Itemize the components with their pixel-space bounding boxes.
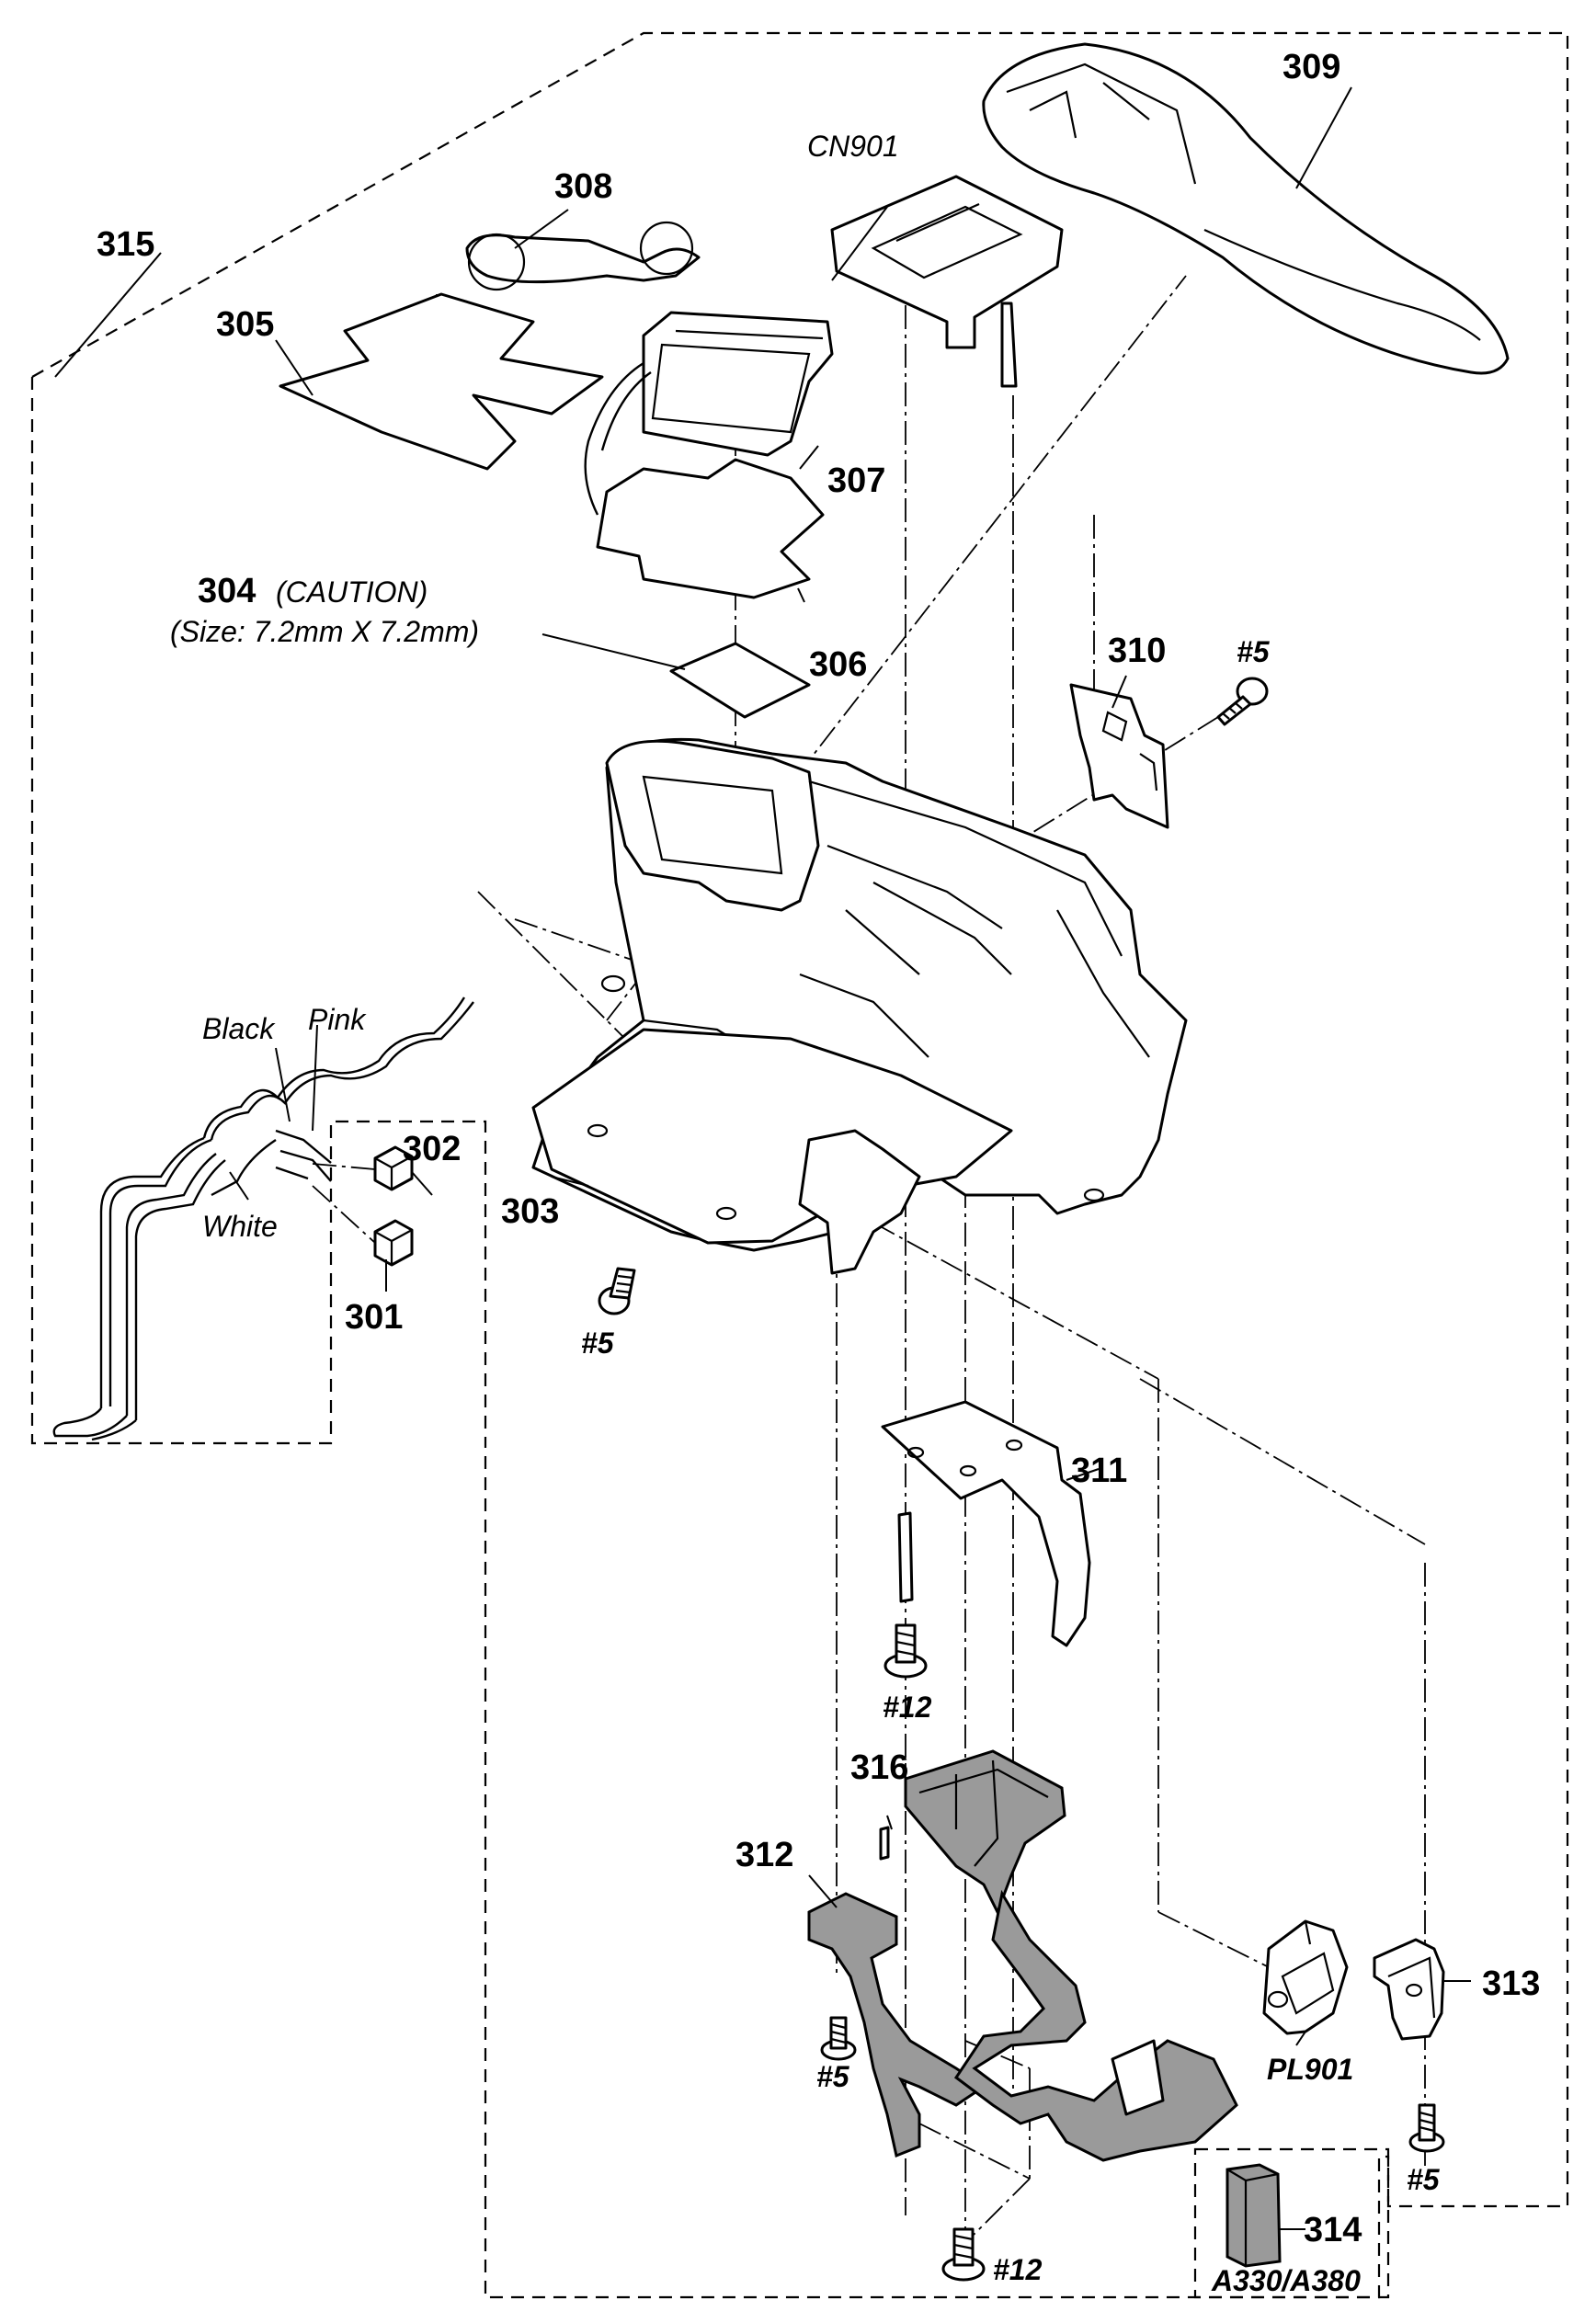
label-316: 316 bbox=[850, 1748, 908, 1787]
part-307-wires bbox=[584, 361, 652, 516]
part-311-plate bbox=[881, 1400, 1091, 1647]
part-308-flex bbox=[465, 233, 701, 284]
part-main-chassis-front-tab bbox=[798, 1129, 921, 1275]
label-310: 310 bbox=[1108, 632, 1166, 670]
part-labels: 315 305 308 307 306 304 (CAUTION) (Size:… bbox=[97, 48, 1540, 2297]
part-311-tab bbox=[897, 1511, 914, 1603]
part-316-detail bbox=[918, 1759, 1049, 1867]
label-307: 307 bbox=[827, 461, 885, 500]
label-304-size: (Size: 7.2mm X 7.2mm) bbox=[170, 615, 479, 648]
label-304: 304 bbox=[198, 572, 256, 610]
label-315: 315 bbox=[97, 225, 154, 264]
label-308: 308 bbox=[554, 167, 612, 206]
part-pl901-connector bbox=[1262, 1919, 1349, 2035]
part-308-callout-circle bbox=[639, 221, 694, 276]
label-313: 313 bbox=[1482, 1964, 1540, 2003]
label-screw-12-a: #12 bbox=[883, 1691, 932, 1724]
part-cn901-board bbox=[830, 175, 1064, 349]
label-306: 306 bbox=[809, 645, 867, 684]
label-wire-pink: Pink bbox=[308, 1003, 367, 1036]
part-302-block bbox=[373, 1145, 414, 1191]
screw-5-c bbox=[820, 2016, 857, 2061]
part-313-detail bbox=[1387, 1956, 1436, 2019]
label-314: 314 bbox=[1304, 2211, 1362, 2249]
label-screw-5-c: #5 bbox=[816, 2060, 850, 2093]
part-311-holes bbox=[906, 1439, 1023, 1477]
part-305-sheet bbox=[279, 292, 604, 471]
part-309-inner-edge bbox=[1006, 63, 1197, 185]
screw-12-a bbox=[884, 1623, 928, 1679]
part-314-pad-edge bbox=[1226, 2169, 1279, 2266]
part-312-flex-main bbox=[953, 1889, 1238, 2162]
label-wire-white: White bbox=[202, 1210, 278, 1243]
part-307-block bbox=[642, 311, 834, 457]
label-wire-black: Black bbox=[202, 1012, 276, 1045]
part-301-block bbox=[373, 1219, 414, 1267]
label-screw-12-b: #12 bbox=[993, 2253, 1043, 2286]
label-312: 312 bbox=[735, 1836, 793, 1874]
label-pl901: PL901 bbox=[1267, 2053, 1353, 2086]
label-301: 301 bbox=[345, 1298, 403, 1337]
label-302: 302 bbox=[403, 1130, 461, 1168]
part-309-top-cover bbox=[982, 42, 1510, 375]
screw-5-a bbox=[1216, 677, 1269, 726]
part-main-chassis-details bbox=[643, 780, 1150, 1058]
part-310-bracket bbox=[1069, 683, 1169, 829]
group-301-302-boundary bbox=[30, 377, 487, 1445]
label-305: 305 bbox=[216, 305, 274, 344]
label-screw-5-b: #5 bbox=[581, 1326, 615, 1360]
label-311: 311 bbox=[1071, 1452, 1127, 1490]
label-cn901: CN901 bbox=[807, 130, 899, 163]
wire-harness bbox=[52, 996, 474, 1441]
leader-lines bbox=[54, 86, 1471, 2230]
part-316-pin bbox=[879, 1826, 890, 1861]
part-309-contour bbox=[1203, 228, 1481, 341]
part-306-sheet bbox=[596, 458, 825, 599]
part-main-chassis-eyepiece-window bbox=[642, 775, 783, 875]
part-313-connector bbox=[1373, 1938, 1445, 2041]
label-screw-5-d: #5 bbox=[1407, 2163, 1441, 2196]
label-303: 303 bbox=[501, 1192, 559, 1231]
part-main-chassis-eyepiece bbox=[605, 739, 820, 912]
part-310-detail bbox=[1101, 711, 1158, 791]
part-cn901-detail bbox=[871, 202, 1023, 279]
part-main-chassis-holes bbox=[587, 974, 1105, 1221]
part-312-flex-bracket bbox=[1111, 2039, 1165, 2116]
part-main-chassis-bottom-plate bbox=[531, 1028, 1013, 1245]
part-pl901-detail bbox=[1267, 1920, 1335, 2015]
screw-12-b bbox=[941, 2227, 986, 2282]
part-cn901-tail bbox=[1000, 302, 1018, 388]
part-312-flex-left bbox=[807, 1892, 986, 2158]
label-screw-5-a: #5 bbox=[1237, 635, 1271, 668]
screw-5-b bbox=[598, 1267, 636, 1315]
group-315-boundary bbox=[31, 31, 1569, 2299]
part-316-flex-top bbox=[904, 1749, 1066, 1916]
part-307-face bbox=[651, 329, 824, 434]
screw-5-d bbox=[1408, 2103, 1445, 2153]
part-304-pad bbox=[669, 642, 811, 719]
guide-301-302 bbox=[312, 1163, 376, 1244]
label-309: 309 bbox=[1282, 48, 1340, 86]
part-314-pad bbox=[1226, 2163, 1282, 2268]
part-308-connector-circle bbox=[467, 233, 526, 291]
group-314-boundary bbox=[1193, 2147, 1390, 2299]
label-304-caution: (CAUTION) bbox=[276, 575, 428, 609]
label-model-variant: A330/A380 bbox=[1211, 2264, 1361, 2297]
